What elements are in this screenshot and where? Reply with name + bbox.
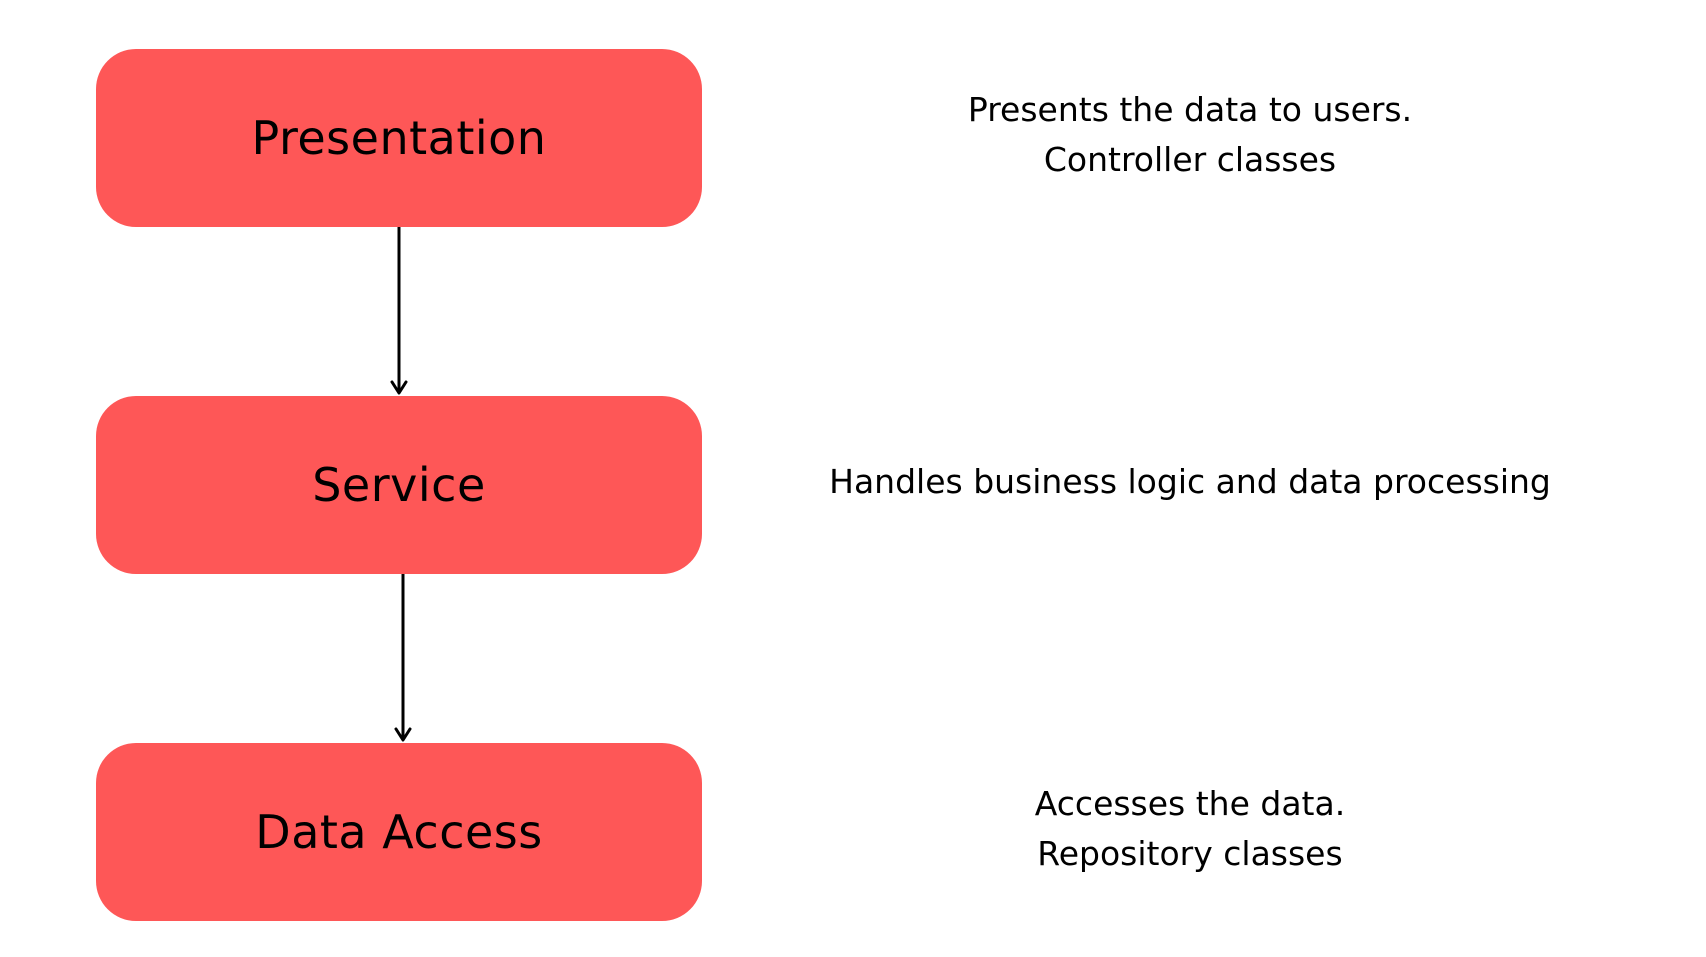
data-access-layer-box: Data Access — [96, 743, 702, 921]
data-access-layer-description: Accesses the data. Repository classes — [790, 779, 1590, 879]
arrow-service-to-data-access — [394, 574, 412, 742]
presentation-layer-description: Presents the data to users. Controller c… — [790, 85, 1590, 185]
presentation-layer-label: Presentation — [251, 111, 547, 165]
description-line: Repository classes — [1037, 834, 1343, 873]
data-access-layer-label: Data Access — [255, 805, 543, 859]
presentation-layer-box: Presentation — [96, 49, 702, 227]
arrow-presentation-to-service — [390, 227, 408, 395]
service-layer-description: Handles business logic and data processi… — [790, 457, 1590, 507]
description-line: Accesses the data. — [1034, 784, 1346, 823]
description-line: Presents the data to users. — [967, 90, 1413, 129]
service-layer-label: Service — [312, 458, 486, 512]
description-line: Controller classes — [1043, 140, 1337, 179]
service-layer-box: Service — [96, 396, 702, 574]
description-line: Handles business logic and data processi… — [829, 462, 1551, 501]
